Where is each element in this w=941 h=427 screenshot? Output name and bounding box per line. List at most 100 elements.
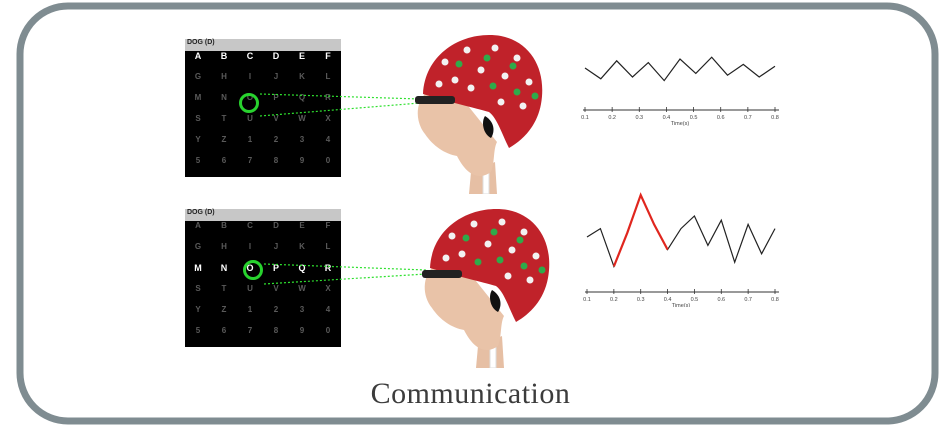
speller-cell: 4 [325,135,331,144]
x-tick-label: 0.7 [744,115,752,121]
speller-cell: A [194,51,202,61]
speller-cell: X [325,284,331,293]
speller-cell: H [221,72,227,81]
speller-cell: M [194,263,202,273]
speller-cell: I [248,72,252,81]
x-axis-label: Time(s) [672,303,691,307]
eeg-cap-head-icon [415,35,543,194]
speller-cell: V [273,284,279,293]
speller-cell: Q [298,263,306,273]
x-tick-label: 0.3 [635,115,643,121]
speller-cell: Y [195,305,201,314]
speller-cell: U [247,114,253,123]
speller-cell: K [299,242,305,251]
speller-cell: 9 [299,156,305,165]
x-tick-label: 0.7 [744,297,752,303]
p300-peak-highlight [612,192,669,267]
speller-cell: 5 [195,156,201,165]
speller-cell: D [273,221,279,230]
speller-cell: T [221,284,227,293]
speller-cell: V [273,114,279,123]
speller-cell: B [221,221,227,230]
speller-cell: L [325,72,331,81]
speller-cell: Z [221,135,227,144]
speller-cell: 7 [247,156,253,165]
speller-cell: 0 [325,326,331,335]
speller-cell: D [272,51,280,61]
speller-cell: 6 [221,326,227,335]
gaze-line [263,263,427,271]
speller-cell: 5 [195,326,201,335]
x-tick-label: 0.4 [664,297,672,303]
speller-cell: N [220,263,228,273]
x-tick-label: 0.8 [771,115,779,121]
speller-cell: 3 [299,135,305,144]
speller-cell: B [220,51,228,61]
target-highlight-ring [243,260,263,280]
speller-cell: W [298,114,306,123]
speller-cell: 8 [273,326,279,335]
speller-cell: S [195,114,201,123]
target-highlight-ring [239,93,259,113]
speller-cell: P [272,263,279,273]
speller-cell: 9 [299,326,305,335]
x-tick-label: 0.1 [581,115,589,121]
speller-cell: S [195,284,201,293]
x-tick-label: 0.1 [583,297,591,303]
speller-cell: E [299,221,305,230]
speller-cell: F [325,221,331,230]
gaze-line [263,273,427,285]
x-tick-label: 0.6 [717,115,725,121]
x-tick-label: 0.8 [771,297,779,303]
x-tick-label: 0.4 [663,115,671,121]
speller-cell: J [273,72,279,81]
speller-cell: 4 [325,305,331,314]
speller-cell: U [247,284,253,293]
speller-cell: P [273,93,279,102]
speller-cell: G [194,72,202,81]
gaze-line [259,102,421,117]
speller-cell: G [194,242,202,251]
speller-header: DOG (D) [185,39,341,51]
x-tick-label: 0.2 [610,297,618,303]
speller-cell: 2 [273,305,279,314]
speller-cell: R [324,263,332,273]
speller-cell: F [325,51,331,61]
speller-cell: X [325,114,331,123]
gaze-line [259,93,421,100]
speller-cell: C [246,51,254,61]
x-tick-label: 0.5 [690,115,698,121]
speller-cell: 0 [325,156,331,165]
speller-cell: L [325,242,331,251]
speller-cell: Q [298,93,306,102]
speller-cell: 8 [273,156,279,165]
speller-cell: W [298,284,306,293]
x-tick-label: 0.6 [717,297,725,303]
x-tick-label: 0.2 [608,115,616,121]
speller-cell: E [298,51,305,61]
speller-cell: 2 [273,135,279,144]
speller-cell: 3 [299,305,305,314]
speller-cell: K [299,72,305,81]
speller-cell: 1 [247,135,253,144]
eeg-cap-head-icon [422,209,550,368]
speller-cell: Z [221,305,227,314]
x-tick-label: 0.5 [691,297,699,303]
speller-cell: 6 [221,156,227,165]
speller-cell: H [221,242,227,251]
speller-cell: A [195,221,201,230]
speller-cell: N [221,93,227,102]
diagram-caption: Communication [370,377,571,410]
speller-cell: C [247,221,253,230]
speller-cell: R [325,93,331,102]
x-tick-label: 0.3 [637,297,645,303]
x-axis-label: Time(s) [671,121,690,127]
speller-cell: J [273,242,279,251]
speller-cell: 1 [247,305,253,314]
speller-cell: M [194,93,202,102]
